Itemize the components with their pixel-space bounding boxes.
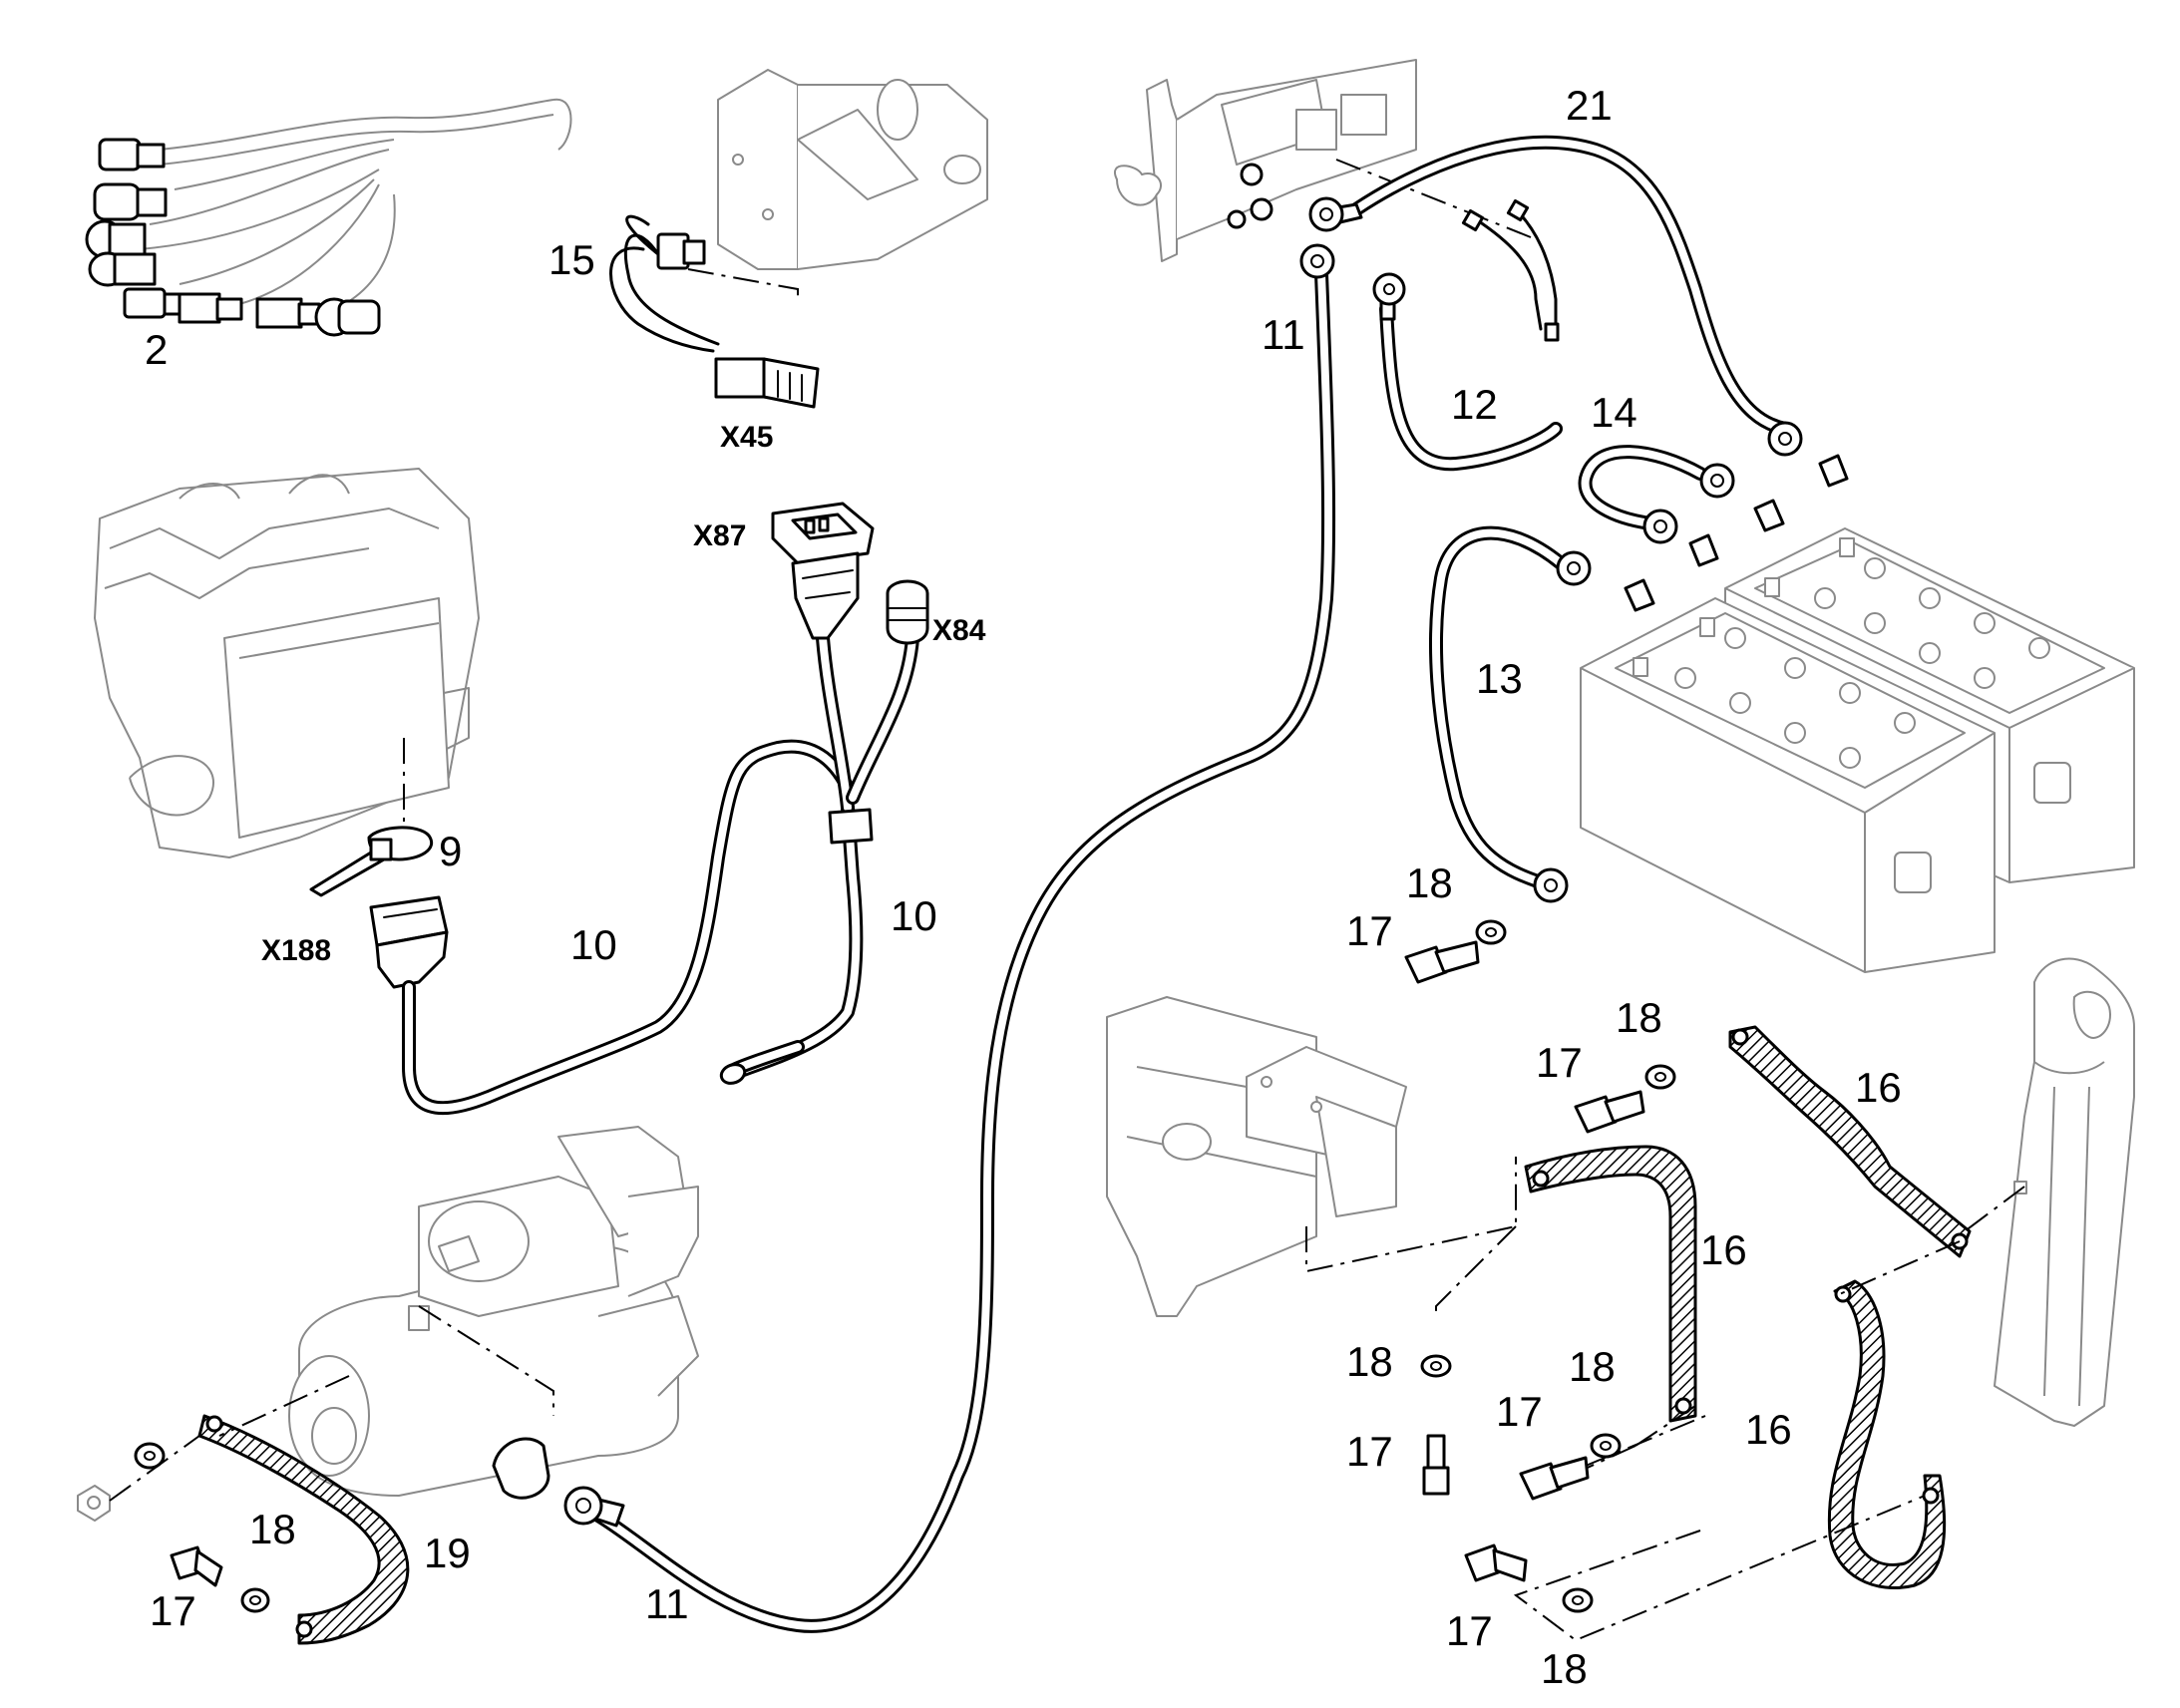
label-part-10-right: 10	[891, 892, 937, 939]
connector-plug-2	[93, 182, 168, 221]
label-part-17-bottom-right: 17	[1446, 1607, 1493, 1654]
ring-terminal-11a	[1299, 243, 1335, 279]
mounting-bracket-top	[687, 69, 988, 299]
bolt-17-a	[1404, 940, 1480, 984]
cable-14	[1578, 445, 1735, 544]
label-part-13: 13	[1476, 655, 1523, 702]
connector-plug-3	[85, 219, 147, 259]
ring-terminal-13a	[1556, 550, 1592, 586]
label-part-18-upper-right: 18	[1616, 994, 1662, 1041]
cable-12	[1372, 272, 1563, 472]
label-part-11-top: 11	[1262, 311, 1305, 358]
washer-starter	[134, 1442, 166, 1470]
connector-x84	[886, 579, 929, 645]
label-part-18-starter: 18	[249, 1506, 296, 1552]
label-part-18-middle: 18	[1346, 1338, 1393, 1385]
ring-terminal-11b	[563, 1486, 625, 1528]
cable-11	[563, 243, 1336, 1633]
cable-13	[1429, 525, 1592, 903]
connector-x45	[714, 357, 820, 409]
label-connector-x188: X188	[261, 934, 331, 967]
starter-motor	[218, 1126, 699, 1497]
connector-plug-4	[88, 251, 157, 287]
label-part-16-middle: 16	[1700, 1226, 1747, 1273]
engine-block	[94, 468, 480, 858]
cable-tie-9	[309, 826, 433, 897]
ring-terminal-14a	[1699, 463, 1735, 499]
bolt-17-b	[1574, 1090, 1645, 1134]
bolt-17-e	[1464, 1543, 1528, 1582]
nut	[77, 1485, 111, 1522]
connector-plug-1	[98, 138, 166, 171]
label-part-12: 12	[1451, 381, 1498, 428]
bolt-17-f	[170, 1545, 223, 1587]
ring-terminal-12	[1372, 272, 1406, 321]
terminal-boot	[492, 1437, 550, 1500]
washer-18-c	[1420, 1354, 1452, 1378]
washer-18-e	[1562, 1587, 1594, 1613]
sensor-harness	[85, 98, 572, 337]
label-part-18-battery: 18	[1406, 859, 1453, 906]
label-part-9: 9	[439, 828, 462, 874]
sense-lead	[1461, 198, 1560, 342]
ring-terminal-14b	[1642, 509, 1678, 544]
label-part-16-lower: 16	[1745, 1406, 1792, 1453]
cable-21	[1308, 135, 1803, 457]
connector-x87	[771, 502, 875, 640]
ground-strap-16-b	[1728, 1025, 1972, 1258]
frame-pillar	[1964, 957, 2135, 1427]
cable-15	[609, 214, 720, 353]
ground-strap-19	[197, 1414, 410, 1645]
washer-18-b	[1644, 1064, 1676, 1090]
ring-terminal-21a	[1308, 196, 1363, 232]
label-part-19: 19	[424, 1530, 471, 1576]
connector-labels: X45 X87 X84 X188	[261, 421, 986, 967]
connector-x188	[369, 895, 449, 989]
connector-plug-7	[255, 297, 321, 329]
connector-plug-8	[314, 297, 381, 337]
label-part-17-upper-right: 17	[1536, 1039, 1583, 1086]
washer-18-d	[1590, 1433, 1622, 1459]
bolt-17-c	[1422, 1434, 1450, 1496]
connector-small-15	[656, 232, 706, 270]
chassis-bracket	[1106, 996, 1517, 1317]
label-part-10-left: 10	[570, 921, 617, 968]
label-part-15: 15	[548, 236, 595, 283]
ground-strap-16-a	[1524, 1145, 1697, 1423]
ring-terminal-21b	[1767, 421, 1803, 457]
label-part-18-middle-right: 18	[1569, 1343, 1616, 1390]
label-part-17-starter: 17	[150, 1587, 196, 1634]
label-part-21: 21	[1566, 82, 1613, 129]
washer-18-a	[1475, 919, 1507, 945]
label-part-2: 2	[145, 326, 168, 373]
label-part-17-middle: 17	[1346, 1428, 1393, 1475]
ring-terminal-13b	[1533, 867, 1569, 903]
battery-front	[1580, 597, 1996, 973]
label-connector-x45: X45	[720, 421, 773, 454]
label-part-14: 14	[1591, 389, 1637, 436]
battery-relay-box	[1114, 59, 1537, 262]
label-connector-x84: X84	[932, 614, 986, 647]
battery-terminal-clamps	[1624, 454, 1855, 677]
cable-10	[402, 631, 919, 1116]
starter-leader-line	[109, 1435, 200, 1502]
washer-18-f	[240, 1587, 270, 1613]
label-part-18-bottom-right: 18	[1541, 1645, 1588, 1692]
label-part-17-middle-right: 17	[1496, 1388, 1543, 1435]
bolt-17-d	[1519, 1456, 1590, 1501]
connector-plug-6	[178, 292, 243, 324]
part-numbers: 2 15 21 11 12 14 13 9 10 10 18 17 18 17 …	[145, 82, 1902, 1692]
label-part-17-battery: 17	[1346, 907, 1393, 954]
label-part-11-bottom: 11	[645, 1580, 689, 1627]
label-connector-x87: X87	[693, 519, 746, 552]
label-part-16-upper: 16	[1855, 1064, 1902, 1111]
ground-strap-16-c	[1827, 1279, 1947, 1590]
